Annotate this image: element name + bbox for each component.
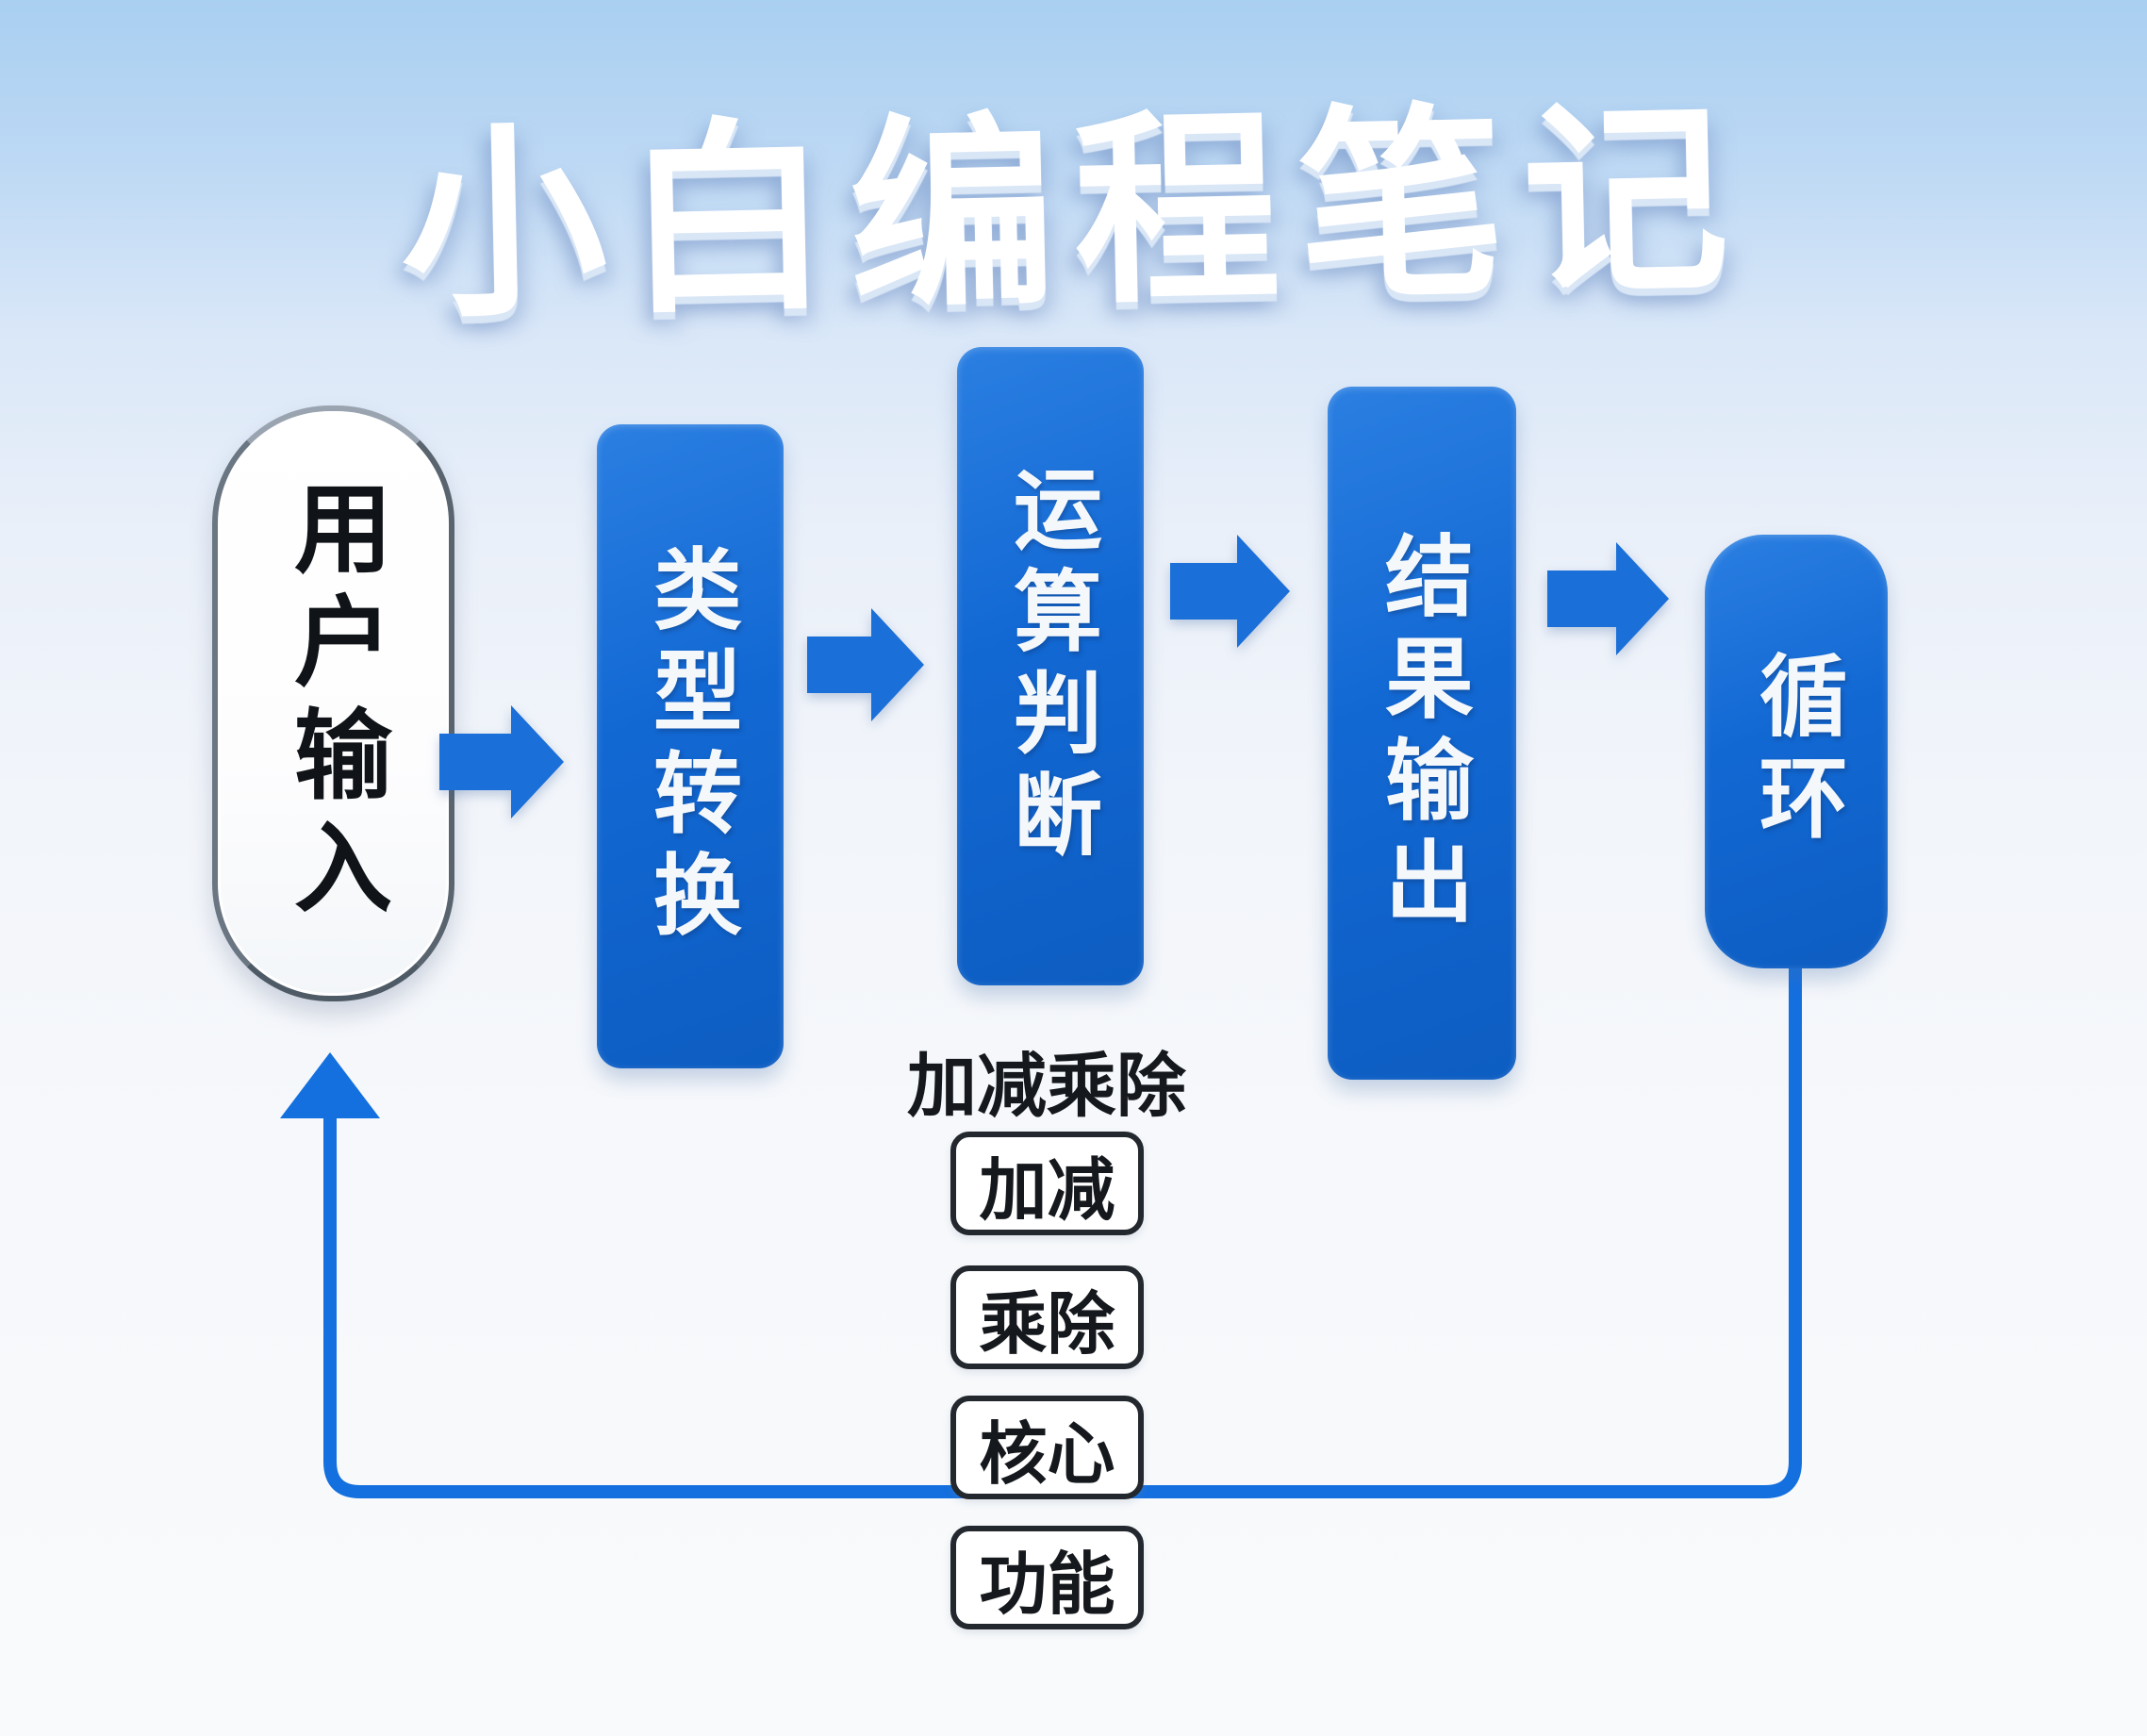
arrow-right-icon	[439, 705, 564, 818]
flow-node-label: 用户输入	[278, 477, 388, 930]
note-heading: 加减乘除	[907, 1047, 1186, 1125]
flow-node-label: 运算判断	[1001, 462, 1100, 870]
arrow-head	[1616, 542, 1669, 655]
arrow-head	[511, 705, 564, 818]
note-box-core: 核心	[950, 1396, 1144, 1499]
arrow-head	[871, 608, 924, 721]
flow-node-result-output: 结果输出	[1328, 387, 1516, 1080]
note-box-label: 功能	[979, 1546, 1115, 1623]
flow-node-label: 类型转换	[641, 542, 740, 951]
arrow-shaft	[807, 637, 871, 693]
note-box-label: 乘除	[979, 1286, 1115, 1363]
loop-arrowhead-icon	[280, 1052, 380, 1118]
arrow-right-icon	[1547, 542, 1669, 655]
note-box-label: 加减	[979, 1152, 1115, 1229]
flow-node-user-input: 用户输入	[212, 405, 454, 1001]
note-box-multiply-divide: 乘除	[950, 1265, 1144, 1369]
flow-node-loop: 循环	[1705, 535, 1888, 968]
flow-node-type-conversion: 类型转换	[597, 424, 784, 1068]
arrow-head	[1237, 535, 1290, 648]
arrow-right-icon	[807, 608, 924, 721]
note-box-function: 功能	[950, 1526, 1144, 1629]
note-box-label: 核心	[979, 1416, 1115, 1493]
flow-node-label: 结果输出	[1373, 529, 1472, 937]
arrow-shaft	[1170, 563, 1237, 620]
flow-node-operation-judgment: 运算判断	[957, 347, 1144, 985]
note-box-add-subtract: 加减	[950, 1132, 1144, 1235]
arrow-shaft	[439, 734, 511, 790]
arrow-right-icon	[1170, 535, 1290, 648]
flow-node-label: 循环	[1747, 650, 1846, 853]
arrow-shaft	[1547, 570, 1616, 627]
